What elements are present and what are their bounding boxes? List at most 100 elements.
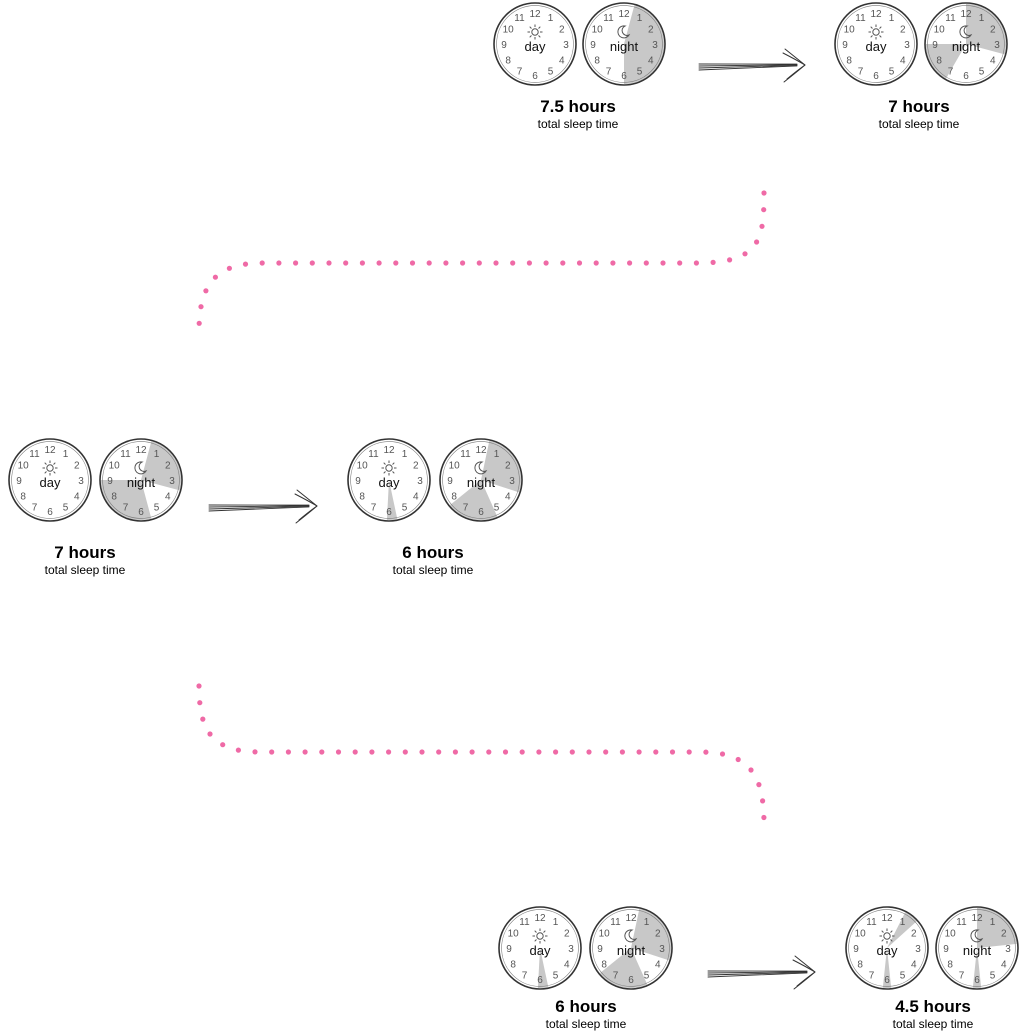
day-label: day — [525, 39, 546, 54]
connector-dot — [619, 749, 626, 755]
clock-numeral: 10 — [503, 24, 515, 35]
connector-dot — [756, 782, 762, 788]
clock-numeral: 12 — [881, 913, 893, 924]
clock-numeral: 10 — [109, 460, 121, 471]
clock-numeral: 3 — [563, 40, 569, 51]
clock-numeral: 6 — [138, 507, 144, 518]
connector-dot — [302, 749, 308, 755]
clock-numeral: 7 — [522, 971, 528, 982]
connector-dot — [536, 749, 542, 755]
moon-icon — [970, 929, 984, 943]
clock-numeral: 3 — [659, 944, 665, 955]
clock-numeral: 11 — [855, 13, 866, 24]
sleep-sector — [926, 44, 966, 79]
connector-dot — [393, 260, 399, 266]
clock-numeral: 6 — [974, 975, 980, 986]
clock-numeral: 7 — [606, 67, 612, 78]
connector-dot — [285, 749, 291, 755]
clock-numeral: 8 — [846, 55, 852, 66]
clock-numeral: 12 — [534, 913, 546, 924]
clock-numeral: 11 — [519, 917, 530, 928]
clock-numeral: 8 — [111, 491, 117, 502]
clock-numeral: 9 — [501, 40, 507, 51]
clock-numeral: 9 — [853, 944, 859, 955]
clock-numeral: 7 — [858, 67, 864, 78]
clock-numeral: 8 — [601, 959, 607, 970]
connector-dot — [627, 260, 633, 266]
connector-dot — [510, 260, 516, 266]
stage-3-hours: 7 hours — [54, 543, 116, 562]
moon-icon — [474, 461, 488, 475]
connector-dot — [252, 749, 258, 755]
connector-dot — [686, 749, 692, 755]
clock-numeral: 11 — [514, 13, 525, 24]
connector-dot — [669, 749, 676, 755]
sleep-sector — [599, 948, 648, 988]
stage-1-caption: 7.5 hours total sleep time — [478, 97, 678, 131]
connector-bottom — [196, 683, 767, 821]
connector-dot — [526, 260, 533, 266]
night-label: night — [467, 475, 496, 490]
connector-dot — [293, 260, 299, 266]
clock-numeral: 1 — [979, 13, 985, 24]
dotted-connectors — [196, 190, 767, 821]
clock-numeral: 1 — [154, 449, 160, 460]
clock-numeral: 4 — [505, 491, 511, 502]
connector-dot — [553, 749, 559, 755]
clock-numeral: 7 — [948, 67, 954, 78]
connector-dot — [742, 251, 748, 257]
sleep-sector — [386, 480, 398, 521]
connector-dot — [235, 747, 241, 753]
clock-rim — [582, 2, 666, 86]
clock-numeral: 1 — [990, 917, 996, 928]
clock-numeral: 10 — [599, 928, 611, 939]
stage-5-hours: 6 hours — [555, 997, 617, 1016]
clock-numeral: 3 — [568, 944, 574, 955]
clock-numeral: 4 — [165, 491, 171, 502]
clock-numeral: 3 — [904, 40, 910, 51]
stage-5-subtitle: total sleep time — [545, 1017, 627, 1031]
connector-dot — [369, 749, 375, 755]
night-label: night — [610, 39, 639, 54]
clock-numeral: 6 — [628, 975, 634, 986]
clock-numeral: 5 — [402, 503, 408, 514]
clock-rim — [845, 906, 929, 990]
connector-dot — [419, 749, 425, 755]
clock-rim — [498, 906, 582, 990]
clock-numeral: 6 — [478, 507, 484, 518]
clock-numeral: 2 — [648, 24, 654, 35]
clock-numeral: 2 — [559, 24, 565, 35]
connector-dot — [452, 749, 458, 755]
clock-numeral: 7 — [517, 67, 523, 78]
sun-icon — [532, 928, 548, 944]
connector-dot — [200, 716, 206, 722]
clock-numeral: 8 — [20, 491, 26, 502]
stage-4-subtitle: total sleep time — [392, 563, 474, 577]
day-label: day — [40, 475, 61, 490]
stage-6-caption: 4.5 hours total sleep time — [833, 997, 1019, 1031]
connector-dot — [636, 749, 642, 755]
connector-dot — [376, 260, 382, 266]
clock-numeral: 1 — [63, 449, 69, 460]
clock-numeral: 11 — [460, 449, 471, 460]
connector-dot — [436, 749, 442, 755]
clock-numeral: 7 — [371, 503, 377, 514]
clock-numeral: 5 — [637, 67, 643, 78]
connector-dot — [460, 260, 466, 266]
connector-dot — [352, 749, 358, 755]
clock-numeral: 8 — [857, 959, 863, 970]
clock-numeral: 11 — [945, 13, 956, 24]
clock-numeral: 5 — [900, 971, 906, 982]
clock-face — [494, 3, 576, 85]
connector-dot — [319, 749, 325, 755]
clock-numeral: 3 — [417, 476, 423, 487]
clock-numeral: 8 — [936, 55, 942, 66]
clock-numeral: 2 — [74, 460, 80, 471]
clock-numeral: 9 — [447, 476, 453, 487]
connector-dot — [569, 749, 575, 755]
clock-numeral: 7 — [613, 971, 619, 982]
